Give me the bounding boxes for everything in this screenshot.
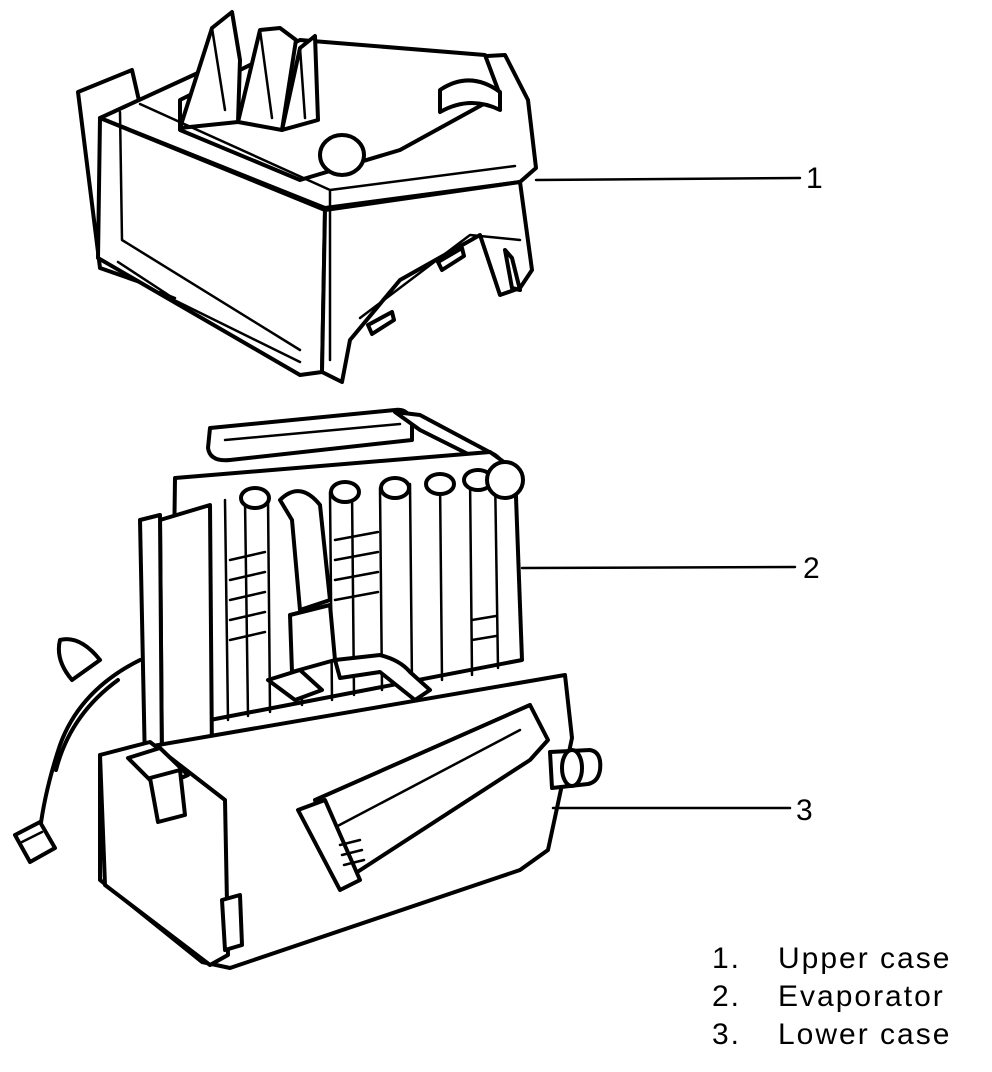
leader-line-evaporator (520, 565, 797, 570)
legend-label: Evaporator (778, 980, 945, 1013)
leader-line-upper-case (534, 176, 802, 182)
legend-item: 2. Evaporator (712, 978, 987, 1016)
parts-legend: 1. Upper case 2. Evaporator 3. Lower cas… (712, 940, 987, 1054)
callout-upper-case: 1 (806, 162, 823, 195)
legend-number: 2. (712, 980, 742, 1013)
legend-number: 1. (712, 942, 742, 975)
legend-label: Upper case (778, 942, 952, 975)
upper-case-illustration (76, 10, 538, 384)
callout-lower-case: 3 (796, 794, 813, 827)
callout-evaporator: 2 (803, 552, 820, 585)
legend-number: 3. (712, 1018, 742, 1051)
legend-item: 3. Lower case (712, 1016, 987, 1054)
lower-case-illustration (13, 637, 603, 970)
legend-item: 1. Upper case (712, 940, 987, 978)
legend-label: Lower case (778, 1018, 952, 1051)
